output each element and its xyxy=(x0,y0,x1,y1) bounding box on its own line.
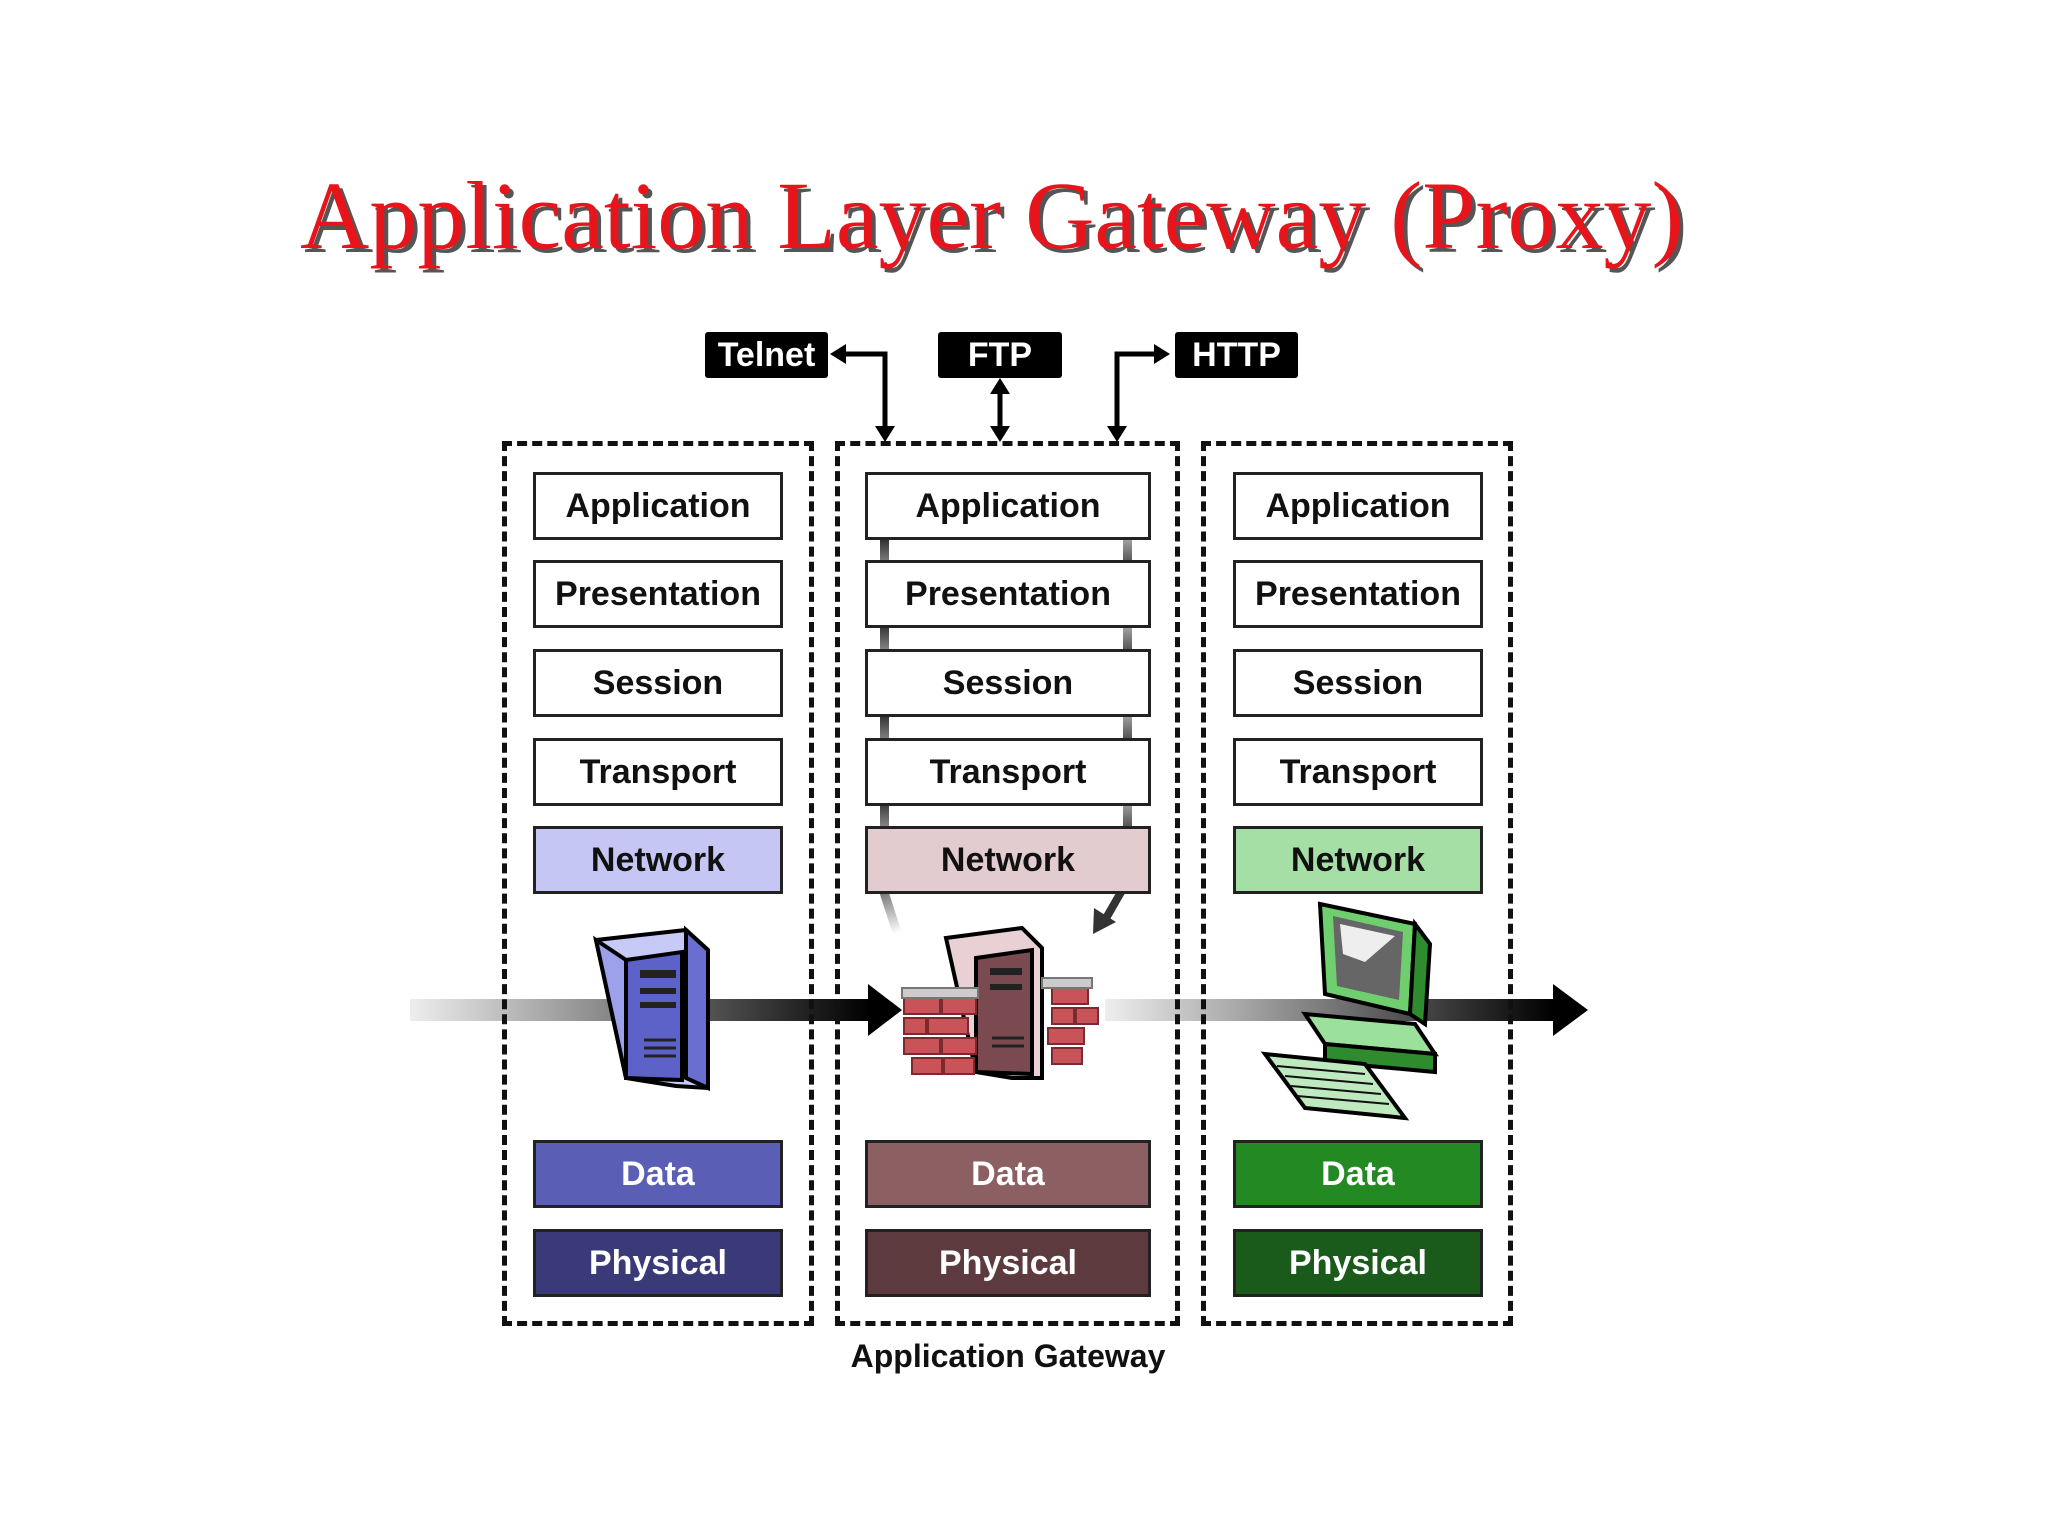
telnet-label: Telnet xyxy=(705,332,828,378)
http-label: HTTP xyxy=(1175,332,1298,378)
layer-application: Application xyxy=(865,472,1151,540)
layer-data: Data xyxy=(533,1140,783,1208)
http-connector xyxy=(1114,351,1160,432)
layer-application: Application xyxy=(533,472,783,540)
layer-physical: Physical xyxy=(533,1229,783,1297)
layer-transport: Transport xyxy=(1233,738,1483,806)
server-icon xyxy=(592,925,710,1092)
layer-presentation: Presentation xyxy=(865,560,1151,628)
layer-presentation: Presentation xyxy=(533,560,783,628)
layer-application: Application xyxy=(1233,472,1483,540)
layer-data: Data xyxy=(865,1140,1151,1208)
layer-transport: Transport xyxy=(865,738,1151,806)
gateway-caption: Application Gateway xyxy=(850,1338,1166,1374)
flow-arrow-right xyxy=(1105,984,1588,1036)
layer-session: Session xyxy=(1233,649,1483,717)
layer-network: Network xyxy=(1233,826,1483,894)
layer-data: Data xyxy=(1233,1140,1483,1208)
telnet-connector xyxy=(835,351,888,432)
server-stack: Application Presentation Session Transpo… xyxy=(1201,441,1513,1326)
gateway-stack: Application Presentation Session Transpo… xyxy=(835,441,1180,1326)
layer-network: Network xyxy=(865,826,1151,894)
layer-session: Session xyxy=(533,649,783,717)
client-stack: Application Presentation Session Transpo… xyxy=(502,441,814,1326)
layer-presentation: Presentation xyxy=(1233,560,1483,628)
layer-network: Network xyxy=(533,826,783,894)
layer-session: Session xyxy=(865,649,1151,717)
firewall-server-icon xyxy=(901,925,1099,1080)
layer-transport: Transport xyxy=(533,738,783,806)
layer-physical: Physical xyxy=(865,1229,1151,1297)
computer-icon xyxy=(1260,901,1439,1121)
slide-title: Application Layer Gateway (Proxy) xyxy=(300,162,1684,269)
ftp-label: FTP xyxy=(938,332,1062,378)
layer-physical: Physical xyxy=(1233,1229,1483,1297)
